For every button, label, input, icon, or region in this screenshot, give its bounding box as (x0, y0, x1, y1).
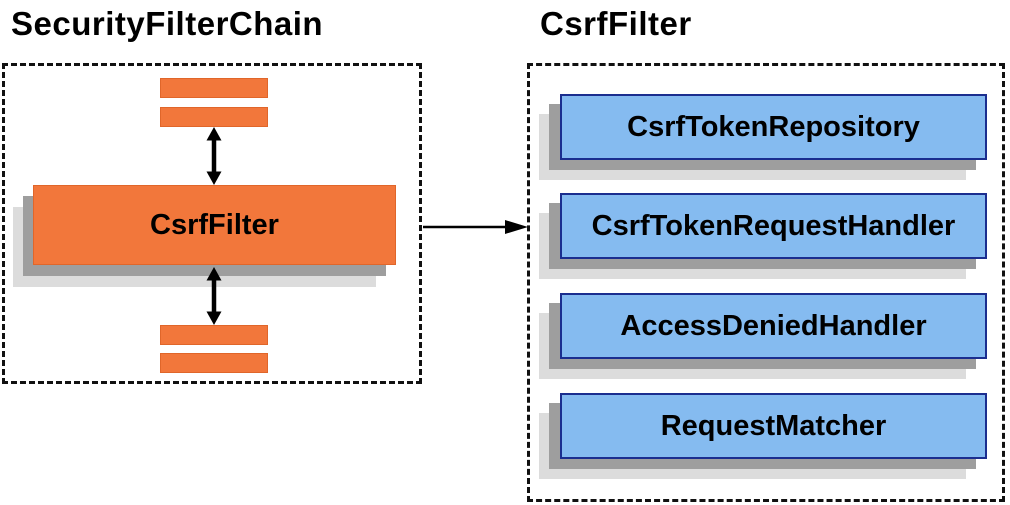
vertical-double-arrow-icon (200, 267, 228, 325)
component-label: RequestMatcher (660, 409, 887, 442)
filter-chain-bar-bottom-1 (160, 325, 268, 345)
component-box-csrf-token-request-handler: CsrfTokenRequestHandler (560, 193, 987, 259)
left-panel-title: SecurityFilterChain (11, 5, 324, 42)
component-box-request-matcher: RequestMatcher (560, 393, 987, 459)
component-label: CsrfTokenRequestHandler (591, 209, 956, 242)
right-arrow-icon (422, 213, 528, 241)
vertical-double-arrow-icon (200, 127, 228, 185)
component-box-access-denied-handler: AccessDeniedHandler (560, 293, 987, 359)
filter-chain-bar-top-2 (160, 107, 268, 127)
csrf-filter-box-label: CsrfFilter (150, 208, 279, 241)
csrf-filter-box: CsrfFilter (33, 185, 396, 265)
right-panel-title: CsrfFilter (540, 5, 692, 42)
component-box-csrf-token-repository: CsrfTokenRepository (560, 94, 987, 160)
component-label: CsrfTokenRepository (627, 110, 920, 143)
filter-chain-bar-top-1 (160, 78, 268, 98)
security-filter-chain-container (2, 63, 422, 384)
component-label: AccessDeniedHandler (620, 309, 927, 342)
filter-chain-bar-bottom-2 (160, 353, 268, 373)
csrf-filter-container (527, 63, 1005, 502)
